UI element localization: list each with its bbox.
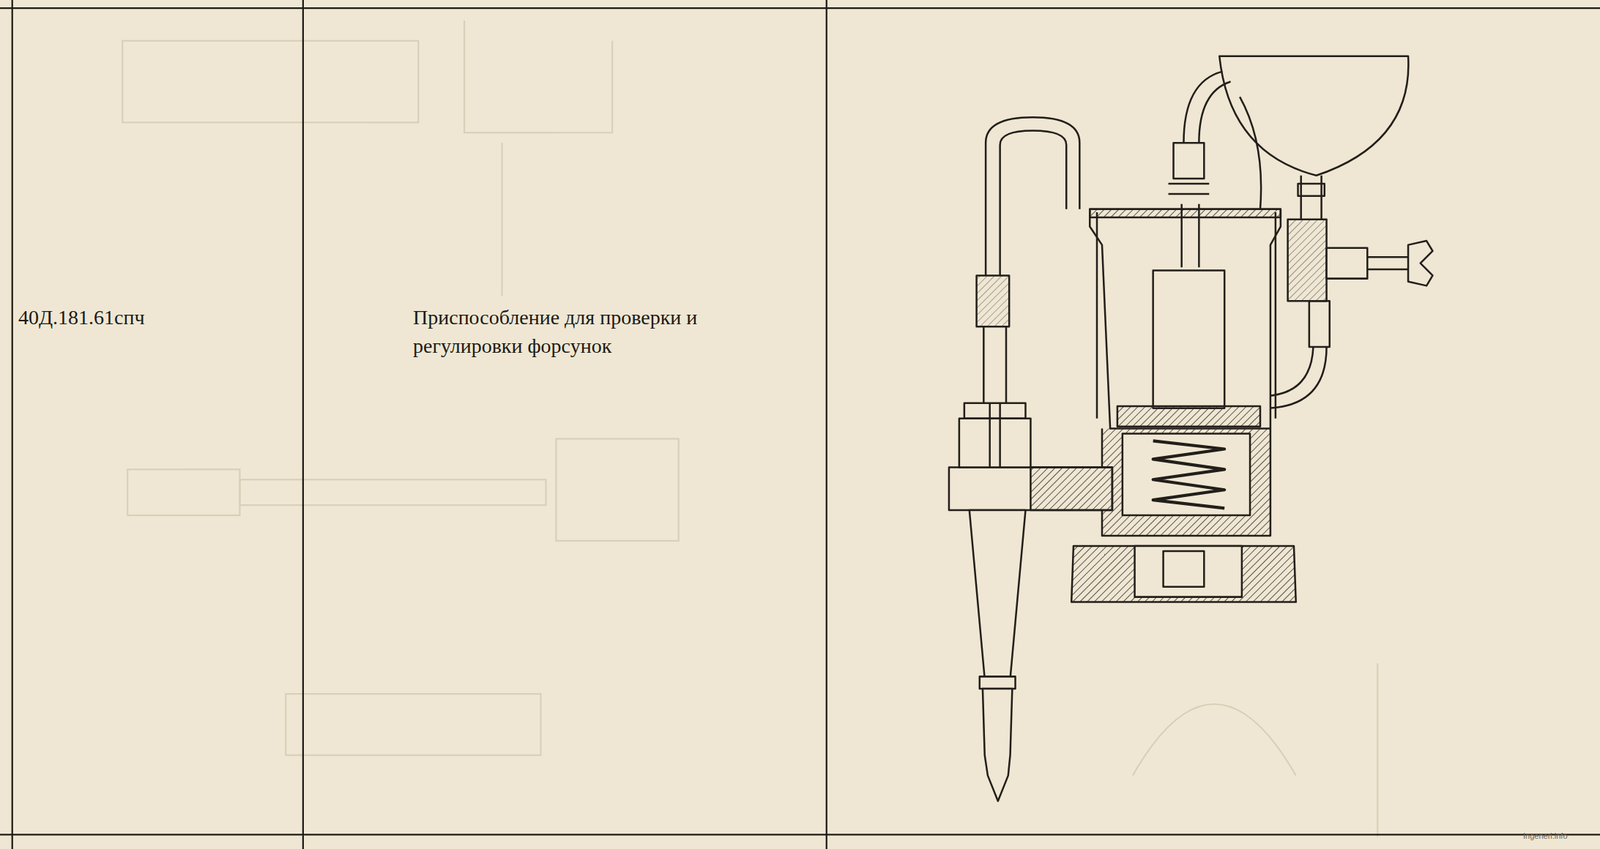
- watermark: Ingeneri.info: [1523, 831, 1568, 842]
- nozzle-nut: [979, 676, 1016, 690]
- injector-cap: [964, 403, 1026, 419]
- base-flange: [1071, 546, 1297, 603]
- handwheel: [1408, 240, 1433, 286]
- table-rule: [0, 834, 1600, 836]
- valve-block: [1288, 219, 1327, 302]
- plunger-cylinder: [1153, 270, 1226, 408]
- section-hatch: [976, 275, 1010, 327]
- valve-stem: [1367, 257, 1414, 270]
- ghost-shape: [127, 469, 240, 516]
- injector-rod: [990, 403, 1001, 468]
- pipe-adapter: [983, 326, 1007, 404]
- fixture-drawing: [949, 56, 1434, 802]
- designation-code: 40Д.181.61спч: [18, 303, 145, 332]
- plunger-seat: [1117, 406, 1261, 427]
- fuel-pipe: [1239, 96, 1261, 209]
- ghost-shape: [501, 142, 504, 296]
- ghost-shape: [239, 479, 546, 506]
- injector-body: [959, 418, 1032, 468]
- pipe-nut: [976, 275, 1010, 327]
- fitting: [1309, 300, 1330, 348]
- screw: [1163, 551, 1205, 588]
- housing-cover: [1089, 209, 1281, 218]
- plunger-stem: [1181, 204, 1200, 268]
- table-rule: [302, 0, 304, 849]
- tank-outlet: [1301, 175, 1322, 220]
- housing-wall: [1096, 212, 1276, 419]
- bleed-through: [122, 20, 1378, 837]
- ghost-shape: [1376, 663, 1379, 837]
- fitting-nut: [1168, 183, 1210, 195]
- nozzle: [982, 689, 1012, 802]
- spring: [1153, 440, 1226, 509]
- injector-body: [969, 510, 1026, 679]
- fixture-title: Приспособление для проверки и регулировк…: [412, 303, 701, 361]
- ghost-shape: [555, 439, 679, 542]
- pressure-pipe: [985, 117, 1080, 278]
- fitting: [1298, 183, 1325, 197]
- section-hatch: [1030, 467, 1112, 512]
- table-rule: [0, 7, 1600, 9]
- pump-housing: [1089, 209, 1281, 430]
- table-rule: [825, 0, 828, 849]
- spring-cavity: [1122, 434, 1250, 517]
- base-cavity: [1135, 546, 1242, 598]
- top-fitting: [1173, 142, 1205, 179]
- ghost-shape: [1132, 704, 1297, 777]
- table-rule: [11, 0, 14, 849]
- fuel-pipe: [1183, 71, 1231, 144]
- ghost-shape: [285, 694, 541, 756]
- ghost-shape: [464, 20, 613, 133]
- valve-body: [1326, 248, 1368, 279]
- section-hatch: [1288, 219, 1327, 302]
- mount-arm: [949, 467, 1113, 512]
- pressure-pipe: [1000, 130, 1067, 278]
- ghost-shape: [122, 41, 419, 124]
- housing-base: [1102, 429, 1271, 537]
